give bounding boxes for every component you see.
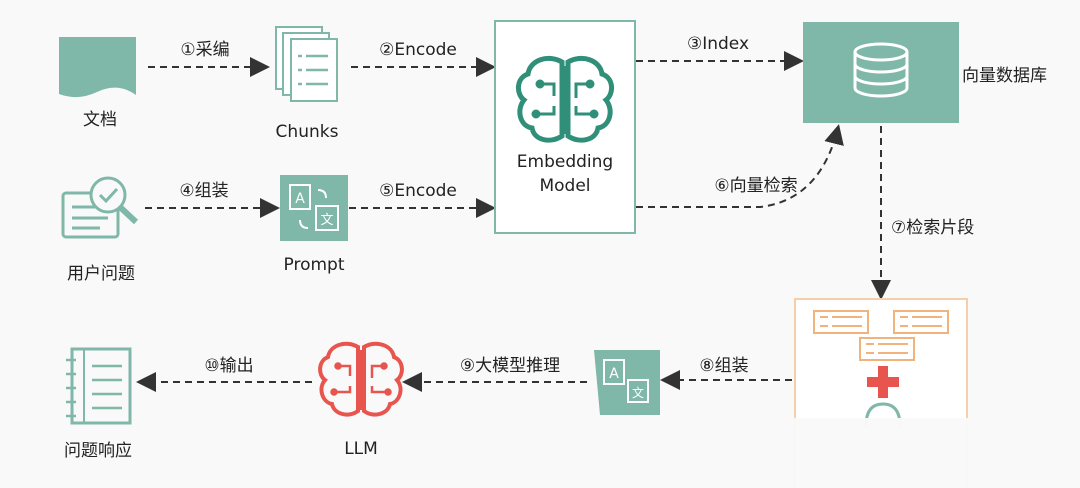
prompt-label: Prompt [283, 255, 345, 275]
llm-brain-icon [318, 341, 404, 417]
assembled-prompt-icon: A 文 [594, 350, 660, 415]
prompt-translate-icon: A 文 [280, 175, 348, 241]
embedding-model-label-1: Embedding [516, 152, 614, 172]
answer-label: 问题响应 [64, 441, 132, 461]
edge-label-2: ②Encode [379, 40, 457, 60]
edge-label-8: ⑧组装 [699, 356, 749, 376]
embedding-model-box [494, 20, 636, 234]
user-question-icon [61, 176, 139, 239]
svg-text:A: A [609, 366, 619, 382]
embedding-model-label-2: Model [539, 176, 591, 196]
edge-label-3: ③Index [686, 34, 750, 54]
chunks-label: Chunks [275, 122, 339, 142]
edge-label-7: ⑦检索片段 [891, 218, 975, 238]
edge-label-6: ⑥向量检索 [714, 176, 798, 196]
chunks-icon [275, 26, 338, 102]
edge-label-9: ⑨大模型推理 [459, 356, 561, 376]
edge-label-5: ⑤Encode [379, 181, 457, 201]
svg-text:文: 文 [320, 213, 333, 228]
svg-text:文: 文 [632, 385, 644, 400]
notebook-icon [66, 347, 132, 425]
edge-label-4: ④组装 [179, 181, 229, 201]
bottom-fade [560, 418, 1080, 488]
document-icon [59, 37, 136, 98]
llm-label: LLM [344, 439, 378, 459]
edge-label-10: ⑩输出 [204, 356, 254, 376]
doc-label: 文档 [83, 110, 117, 130]
svg-text:A: A [295, 191, 305, 207]
vector-db-label: 向量数据库 [962, 66, 1047, 86]
edge-label-1: ①采编 [180, 40, 230, 60]
user-question-label: 用户问题 [67, 264, 135, 284]
vector-db-box [803, 22, 959, 123]
